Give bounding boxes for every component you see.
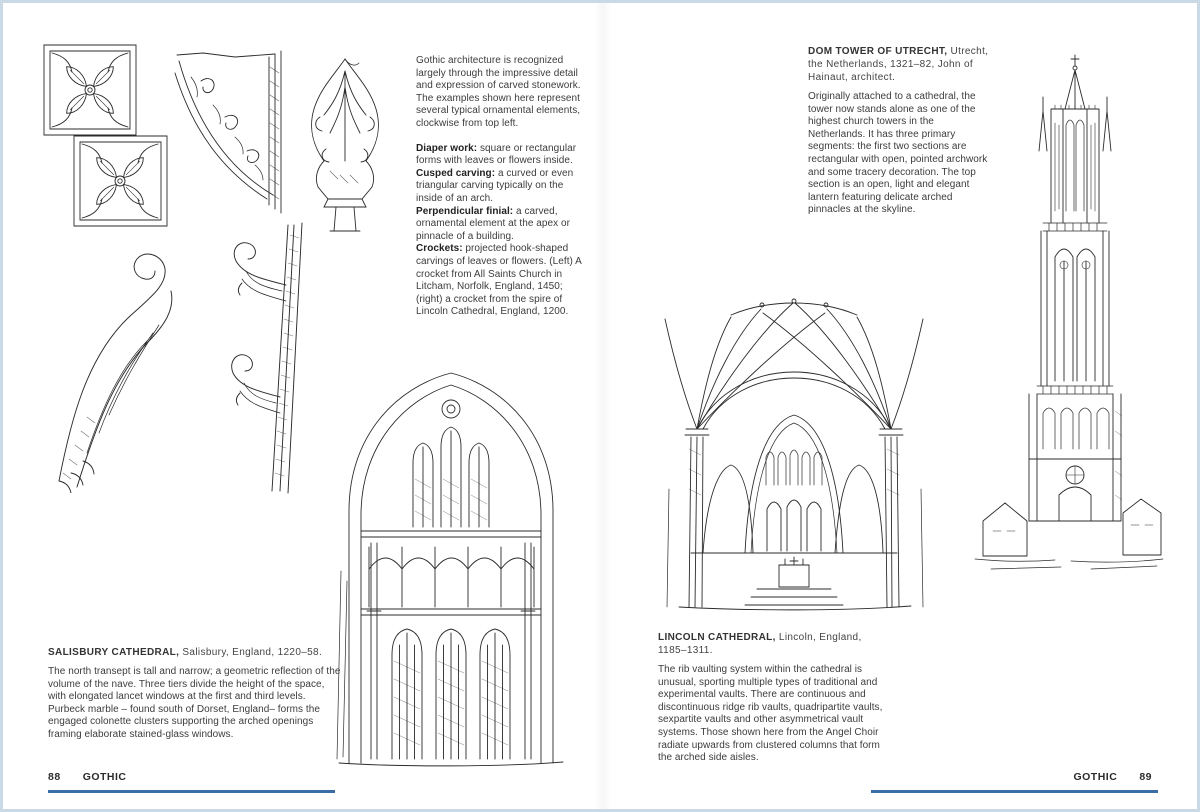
book-spread: Gothic architecture is recognized largel… bbox=[3, 3, 1197, 809]
cusped-carving-strokes bbox=[175, 51, 281, 213]
footer-right: GOTHIC 89 bbox=[1073, 771, 1152, 783]
page-gutter bbox=[595, 3, 611, 809]
salisbury-caption-body: The north transept is tall and narrow; a… bbox=[48, 666, 341, 740]
lincoln-strokes bbox=[665, 299, 923, 610]
cusped-carving-illustration bbox=[163, 47, 288, 219]
page-number: 88 bbox=[48, 771, 61, 783]
caption-title-detail: Utrecht, the Netherlands, 1321–82, John … bbox=[808, 46, 989, 83]
term-definition: Perpendicular finial: a carved, ornament… bbox=[416, 206, 586, 244]
dom-tower-strokes bbox=[975, 55, 1163, 569]
dom-tower-caption: DOM TOWER OF UTRECHT, Utrecht, the Nethe… bbox=[808, 45, 992, 217]
term-label: Crockets: bbox=[416, 243, 463, 255]
term-text: a carved, ornamental element at the apex… bbox=[416, 205, 570, 242]
crocket-right-strokes bbox=[232, 223, 302, 493]
caption-title-detail: Salisbury, England, 1220–58. bbox=[179, 647, 323, 658]
term-text: projected hook-shaped carvings of leaves… bbox=[416, 243, 582, 318]
term-text: a curved or even triangular carving typi… bbox=[416, 167, 574, 204]
dom-tower-caption-title: DOM TOWER OF UTRECHT, Utrecht, the Nethe… bbox=[808, 45, 992, 84]
caption-title-name: SALISBURY CATHEDRAL, bbox=[48, 647, 180, 658]
crocket-left-strokes bbox=[59, 254, 172, 493]
footer-rule-right bbox=[871, 790, 1158, 793]
chapter-label: GOTHIC bbox=[82, 771, 127, 783]
crocket-litcham-illustration bbox=[43, 237, 188, 493]
salisbury-caption-title: SALISBURY CATHEDRAL, Salisbury, England,… bbox=[48, 646, 344, 659]
term-label: Diaper work: bbox=[416, 142, 478, 154]
salisbury-caption: SALISBURY CATHEDRAL, Salisbury, England,… bbox=[48, 646, 344, 742]
lincoln-caption-title: LINCOLN CATHEDRAL, Lincoln, England, 118… bbox=[658, 631, 890, 657]
ornament-glossary-text: Gothic architecture is recognized largel… bbox=[416, 55, 586, 319]
dom-tower-caption-body: Originally attached to a cathedral, the … bbox=[808, 91, 988, 216]
lincoln-caption-body: The rib vaulting system within the cathe… bbox=[658, 664, 883, 764]
term-label: Cusped carving: bbox=[416, 167, 496, 179]
finial-strokes bbox=[312, 59, 379, 231]
caption-title-detail: Lincoln, England, 1185–1311. bbox=[658, 632, 862, 656]
salisbury-strokes bbox=[337, 373, 563, 766]
term-definition: Cusped carving: a curved or even triangu… bbox=[416, 168, 586, 206]
dom-tower-utrecht-illustration bbox=[971, 51, 1171, 583]
perpendicular-finial-illustration bbox=[290, 53, 402, 239]
glossary-intro: Gothic architecture is recognized largel… bbox=[416, 55, 581, 129]
chapter-label: GOTHIC bbox=[1073, 771, 1118, 783]
lincoln-caption: LINCOLN CATHEDRAL, Lincoln, England, 118… bbox=[658, 631, 890, 765]
term-definition: Diaper work: square or rectangular forms… bbox=[416, 143, 586, 168]
crocket-lincoln-spire-illustration bbox=[200, 221, 312, 497]
caption-title-name: DOM TOWER OF UTRECHT, bbox=[808, 46, 948, 57]
diaper-work-illustration bbox=[38, 40, 173, 230]
term-definition: Crockets: projected hook-shaped carvings… bbox=[416, 243, 586, 319]
lincoln-angel-choir-illustration bbox=[639, 289, 951, 631]
page-number: 89 bbox=[1139, 771, 1152, 783]
caption-title-name: LINCOLN CATHEDRAL, bbox=[658, 632, 776, 643]
salisbury-north-transept-illustration bbox=[331, 361, 571, 767]
footer-left: 88 GOTHIC bbox=[48, 771, 127, 783]
diaper-work-strokes bbox=[44, 45, 167, 226]
term-label: Perpendicular finial: bbox=[416, 205, 514, 217]
term-text: square or rectangular forms with leaves … bbox=[416, 142, 577, 167]
footer-rule-left bbox=[48, 790, 335, 793]
